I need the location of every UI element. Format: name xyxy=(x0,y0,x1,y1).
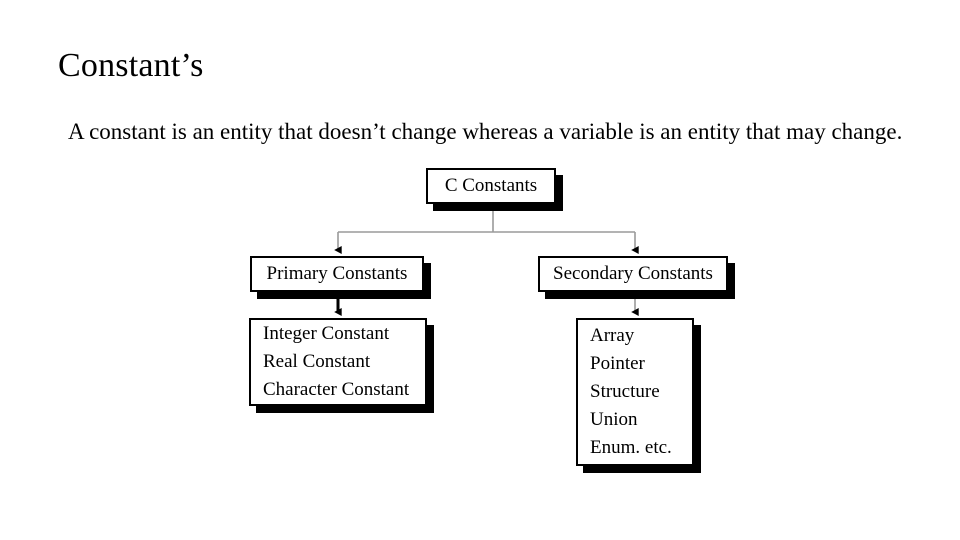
node-secondary-constants[interactable]: Secondary Constants xyxy=(538,256,728,292)
list-item: Union xyxy=(590,409,638,430)
page-title: Constant’s xyxy=(58,46,204,84)
node-primary-constants-list[interactable]: Integer Constant Real Constant Character… xyxy=(249,318,427,406)
node-primary-constants[interactable]: Primary Constants xyxy=(250,256,424,292)
body-paragraph: A constant is an entity that doesn’t cha… xyxy=(68,119,903,144)
list-item: Character Constant xyxy=(263,379,410,400)
node-c-constants-label: C Constants xyxy=(444,175,538,196)
list-item: Array xyxy=(590,325,635,346)
list-item: Integer Constant xyxy=(263,323,390,344)
node-primary-constants-label: Primary Constants xyxy=(266,263,408,284)
node-secondary-constants-list[interactable]: Array Pointer Structure Union Enum. etc. xyxy=(576,318,694,466)
node-c-constants[interactable]: C Constants xyxy=(426,168,556,204)
list-item: Structure xyxy=(590,381,660,402)
list-item: Enum. etc. xyxy=(590,437,672,458)
list-item: Real Constant xyxy=(263,351,371,372)
list-item: Pointer xyxy=(590,353,645,374)
node-secondary-constants-label: Secondary Constants xyxy=(553,263,713,284)
